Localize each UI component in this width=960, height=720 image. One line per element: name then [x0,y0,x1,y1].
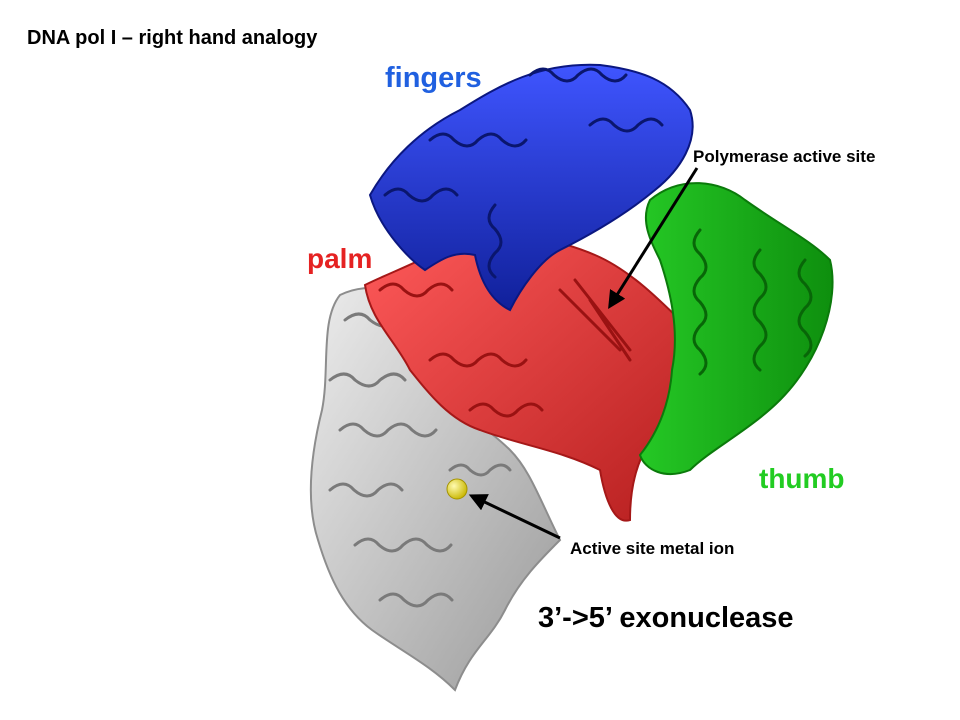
fingers-label: fingers [385,62,482,94]
palm-label: palm [307,243,373,274]
polymerase-site-arrow [608,167,699,310]
polymerase-active-site-label: Polymerase active site [693,147,876,166]
exonuclease-label: 3’->5’ exonuclease [538,602,794,634]
thumb-label: thumb [759,463,845,494]
metal-ion-arrow [468,494,561,540]
fingers-domain [368,63,694,312]
metal-ion-label: Active site metal ion [570,539,735,558]
metal-ion [446,478,468,500]
diagram-title: DNA pol I – right hand analogy [27,27,318,49]
thumb-domain [638,182,834,475]
